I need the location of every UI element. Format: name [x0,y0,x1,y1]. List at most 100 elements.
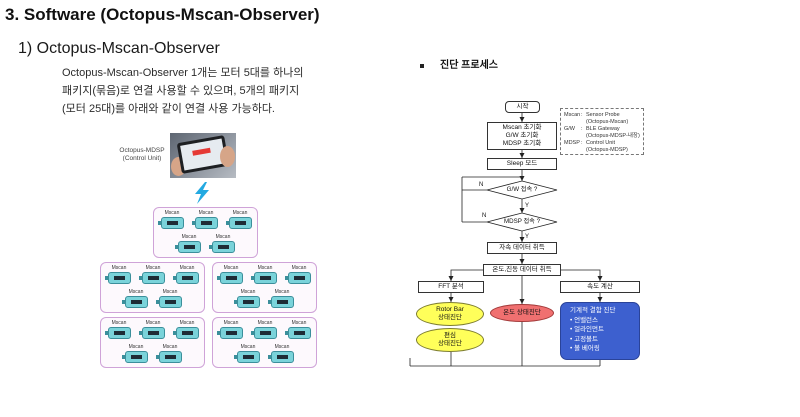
tablet-screen [180,138,226,171]
mscan-motor: Mscan [285,265,313,287]
mscan-label: Mscan [291,320,307,326]
mscan-label: Mscan [181,234,197,240]
motor-package-2: Mscan Mscan Mscan Mscan Mscan [100,262,205,313]
mdsp-yes-label: Y [525,234,530,240]
motor-package-3: Mscan Mscan Mscan Mscan Mscan [212,262,317,313]
mscan-label: Mscan [240,344,256,350]
mscan-motor: Mscan [158,210,186,232]
motor-icon [173,327,199,339]
mscan-label: Mscan [274,289,290,295]
eccentric-label: 편심 [444,332,456,339]
mscan-label: Mscan [111,265,127,271]
mscan-motor: Mscan [268,344,296,366]
legend-note: (Octopus-MDSP) [586,147,628,153]
motor-icon [285,327,311,339]
motor-icon [234,296,260,308]
start-node: 시작 [505,101,540,113]
mechanical-item-unbalance: 언밸런스 [570,316,639,326]
rotor-bar-diagnosis: Rotor Bar 상태진단 [416,302,484,326]
motor-icon [251,327,277,339]
mscan-motor: Mscan [122,289,150,311]
legend-note: (Octopus-MDSP-내장) [586,133,640,139]
mscan-motor: Mscan [139,265,167,287]
motor-icon [217,272,243,284]
gw-yes-label: Y [525,203,530,209]
mscan-label: Mscan [162,289,178,295]
motor-icon [122,351,148,363]
mechanical-item-ball-bearing: 볼 베어링 [570,344,639,354]
motor-icon [285,272,311,284]
mscan-motor: Mscan [192,210,220,232]
mscan-motor: Mscan [285,320,313,342]
mscan-label: Mscan [257,265,273,271]
mscan-label: Mscan [145,320,161,326]
flux-acquire-node: 자속 데이터 취득 [487,242,557,254]
mscan-motor: Mscan [156,289,184,311]
eccentric-status-label: 상태진단 [438,340,462,347]
mscan-label: Mscan [240,289,256,295]
mdsp-decision-diamond [486,212,558,232]
motor-icon [139,272,165,284]
mscan-label: Mscan [179,320,195,326]
motor-icon [105,272,131,284]
motor-icon [156,296,182,308]
mscan-motor: Mscan [173,320,201,342]
motor-icon [175,241,201,253]
arrow-to-speed [561,269,603,281]
speed-label: 속도 계산 [587,283,613,290]
mechanical-fault-diagnosis: 기계적 결함 진단 언밸런스 얼라인먼트 고정볼트 볼 베어링 [560,302,640,360]
mscan-motor: Mscan [226,210,254,232]
start-label: 시작 [516,103,529,110]
lightning-bolt-icon [195,182,209,204]
motor-icon [158,217,184,229]
mscan-label: Mscan [274,344,290,350]
legend-term: Mscan [564,112,581,118]
init-gw: G/W 초기화 [505,132,539,139]
mscan-label: Mscan [164,210,180,216]
mdsp-decision-label: MDSP 접속 ? [503,218,541,225]
paragraph-line-1: Octopus-Mscan-Observer 1개는 모터 5대를 하나의 [62,67,304,79]
mscan-motor: Mscan [251,265,279,287]
mscan-label: Mscan [291,265,307,271]
legend-term: G/W [564,126,575,132]
legend-separator: : [581,126,583,132]
legend-definition: Control Unit [586,140,616,146]
legend-note: (Octopus-Mscan) [586,119,629,125]
gw-no-label: N [479,182,484,188]
init-mscan: Mscan 초기화 [502,124,542,131]
mscan-label: Mscan [128,344,144,350]
legend-separator: : [581,112,583,118]
mscan-motor: Mscan [156,344,184,366]
gw-decision-label: G/W 접속 ? [506,186,538,193]
rotor-bar-label: Rotor Bar [436,306,464,313]
motor-icon [226,217,252,229]
init-node: Mscan 초기화 G/W 초기화 MDSP 초기화 [487,122,557,150]
mscan-motor: Mscan [268,289,296,311]
init-mdsp: MDSP 초기화 [502,140,542,147]
mscan-motor: Mscan [234,289,262,311]
mscan-motor: Mscan [234,344,262,366]
rotor-bar-status-label: 상태진단 [438,314,462,321]
fft-label: FFT 분석 [438,283,464,290]
motor-icon [105,327,131,339]
motor-icon [139,327,165,339]
speed-node: 속도 계산 [560,281,640,293]
mscan-motor: Mscan [175,234,203,256]
arrow-to-fft [448,269,483,281]
process-heading: 진단 프로세스 [440,60,498,71]
motor-icon [122,296,148,308]
mscan-motor: Mscan [105,265,133,287]
mdsp-no-label: N [482,213,487,219]
motor-package-1: Mscan Mscan Mscan Mscan Mscan [153,207,258,258]
motor-icon [268,296,294,308]
eccentric-diagnosis: 편심 상태진단 [416,328,484,352]
temperature-label: 온도 상태진단 [503,309,541,316]
mscan-motor: Mscan [139,320,167,342]
mechanical-item-alignment: 얼라인먼트 [570,325,639,335]
mscan-label: Mscan [232,210,248,216]
mscan-label: Mscan [223,265,239,271]
flowchart-connectors [409,113,603,367]
paragraph-line-3: (모터 25대)를 아래와 같이 연결 사용 가능하다. [62,103,275,115]
mscan-motor: Mscan [217,320,245,342]
legend-separator: : [581,140,583,146]
